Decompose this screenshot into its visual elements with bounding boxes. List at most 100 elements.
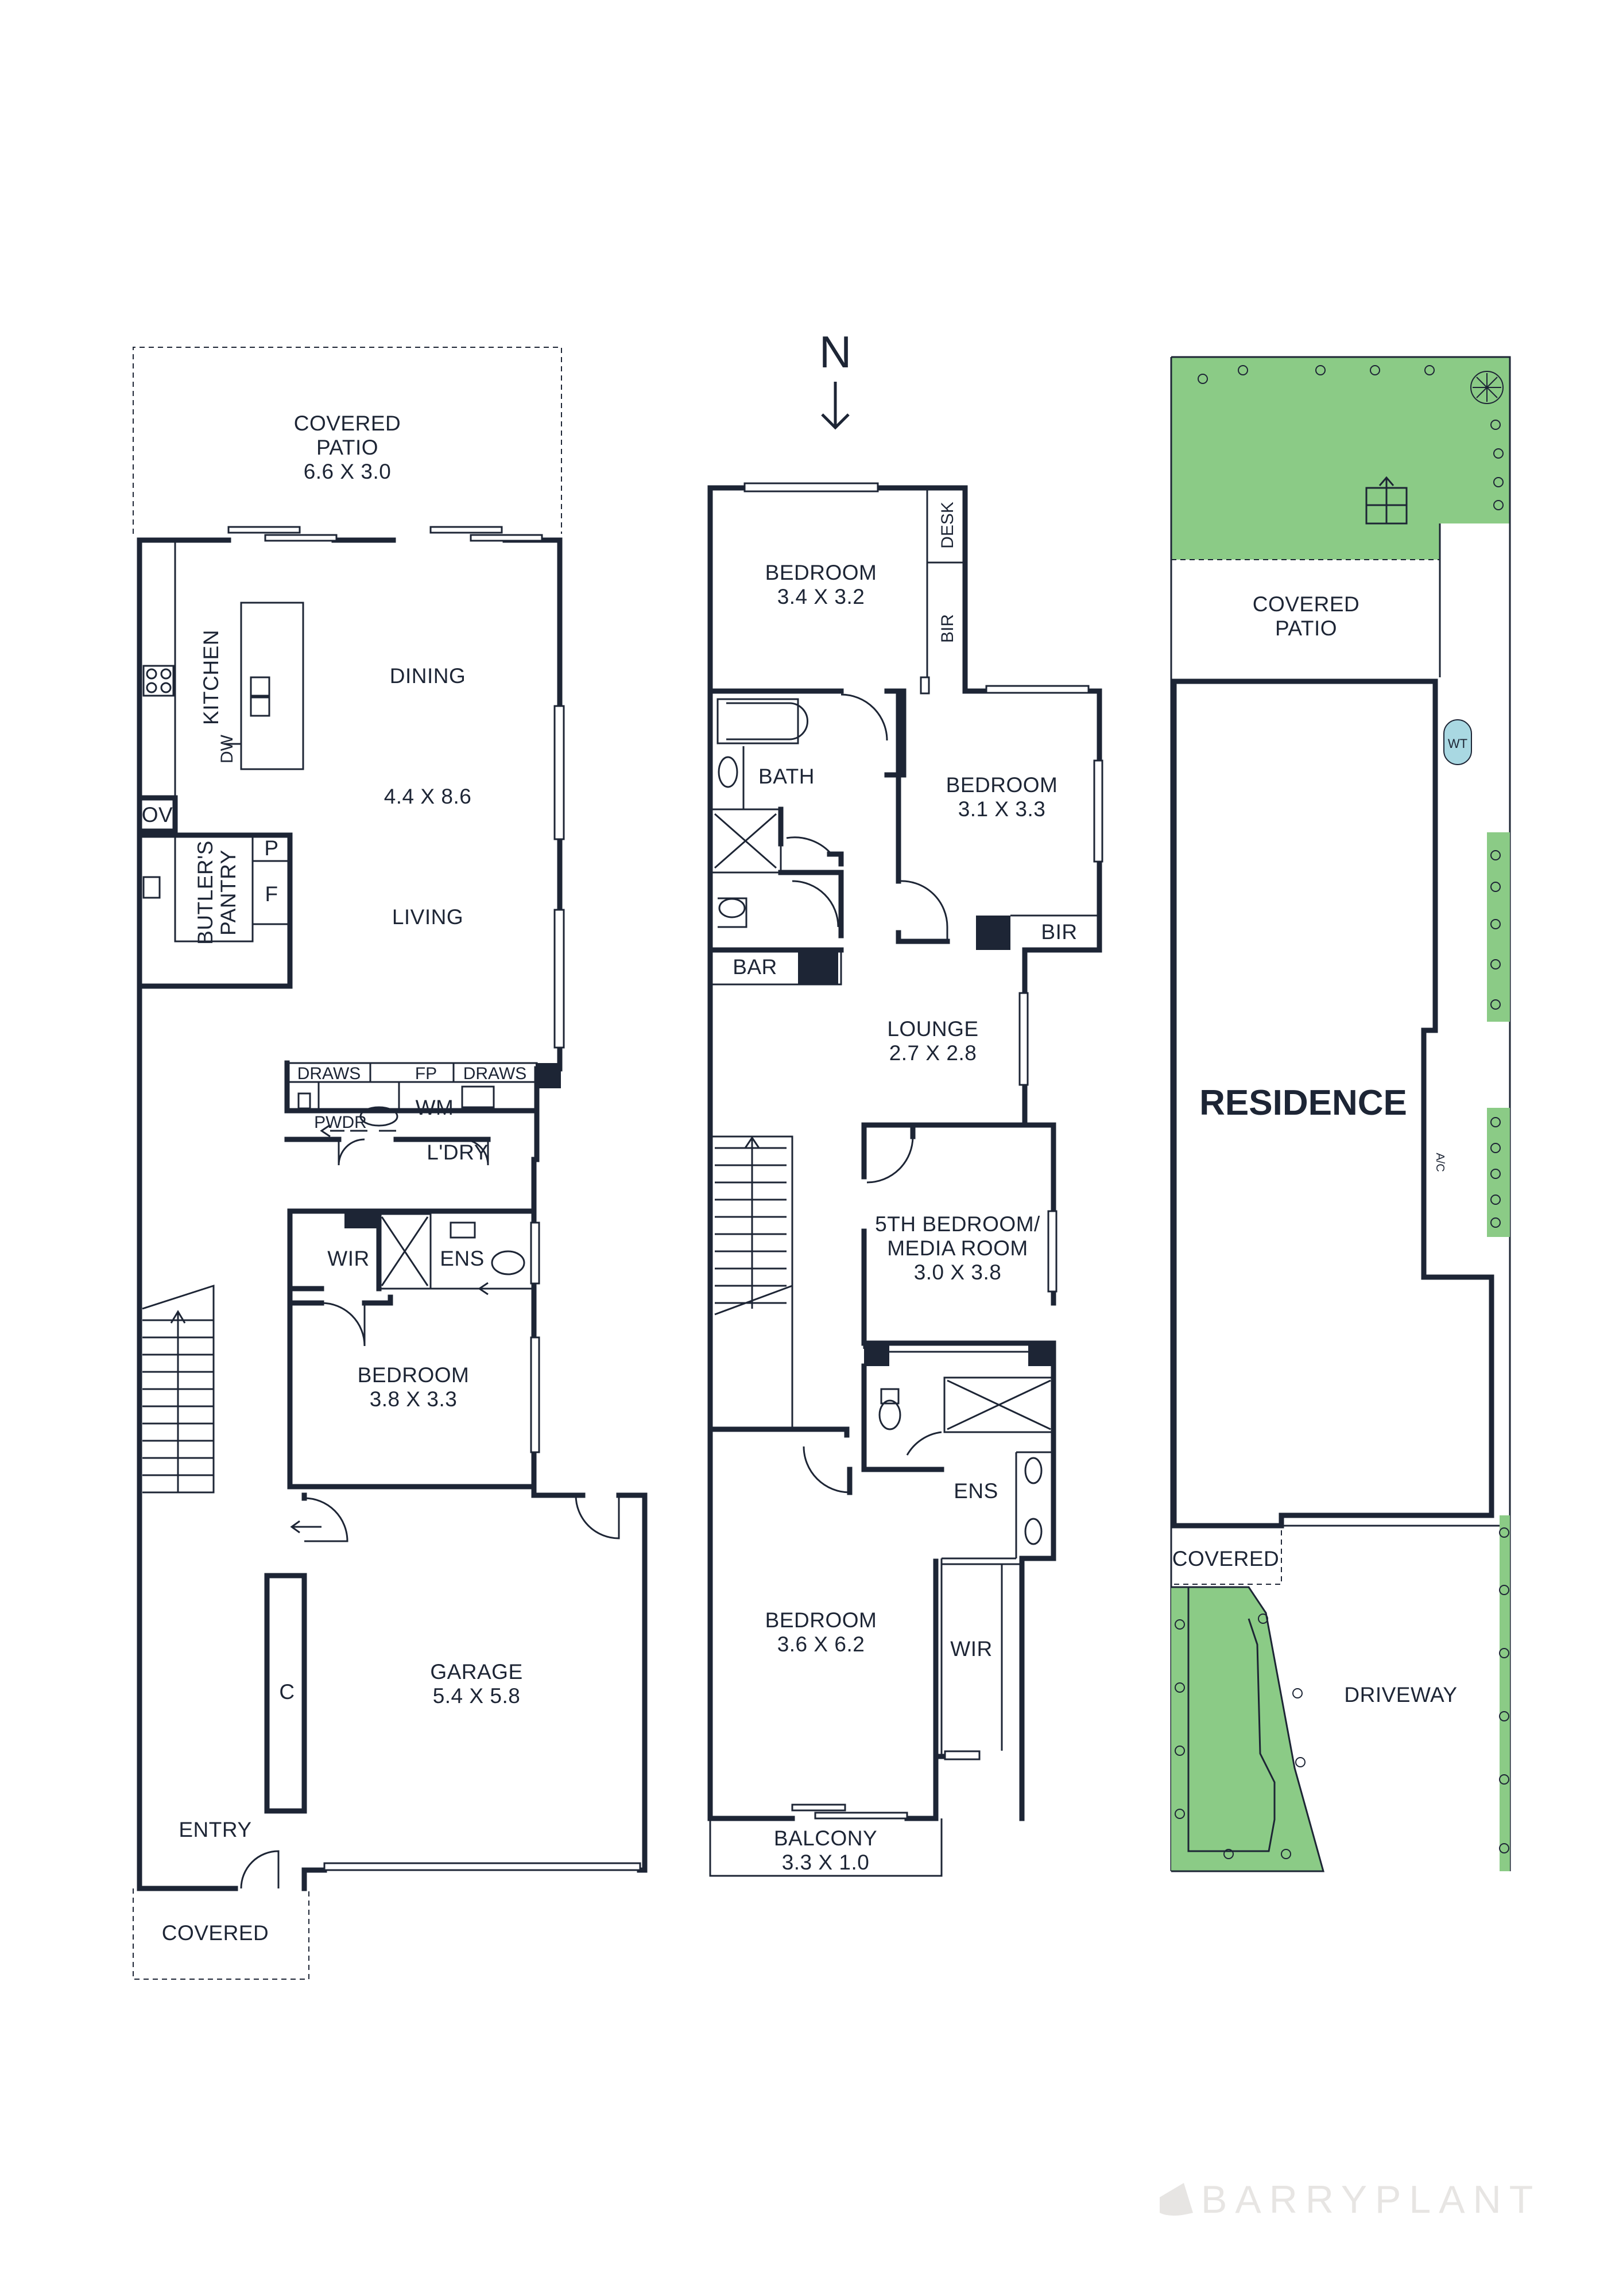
garage-east-wall	[616, 1492, 648, 1873]
kitchen-island	[240, 602, 304, 770]
label-living: LIVING	[392, 905, 463, 929]
label-pantry: PANTRY	[216, 850, 240, 936]
label-covered-patio-size: 6.6 X 3.0	[304, 460, 392, 483]
first-floor-plan	[707, 382, 1103, 1877]
label-laundry: L'DRY	[427, 1141, 489, 1164]
dining-window	[553, 705, 565, 840]
rear-garden	[1171, 357, 1510, 560]
laundry-walls	[284, 1060, 537, 1114]
label-ac: A/C	[1434, 1153, 1446, 1172]
label-dining-living-size: 4.4 X 8.6	[384, 785, 472, 808]
front-garden	[1171, 1587, 1323, 1871]
label-bedroom1: BEDROOM	[765, 561, 877, 584]
label-pwdr: PWDR	[314, 1113, 367, 1132]
ground-floor-plan	[133, 347, 648, 1980]
patio-door-1b	[264, 534, 338, 542]
label-lounge-size: 2.7 X 2.8	[889, 1041, 977, 1065]
patio-door-1a	[227, 526, 301, 534]
label-garage: GARAGE	[430, 1660, 522, 1684]
site-plan	[1170, 356, 1511, 1872]
balcony-outline	[709, 1818, 943, 1877]
label-residence: RESIDENCE	[1199, 1083, 1407, 1123]
label-c: C	[279, 1680, 295, 1704]
label-wir-first: WIR	[950, 1637, 992, 1661]
washing-machine	[461, 1085, 495, 1108]
label-ens: ENS	[440, 1247, 485, 1270]
label-site-covered-patio-2: PATIO	[1275, 616, 1337, 640]
label-kitchen: KITCHEN	[199, 630, 223, 725]
pantry-sink	[142, 876, 161, 899]
label-north: N	[819, 327, 851, 377]
label-ens-first: ENS	[954, 1479, 998, 1503]
label-balcony-size: 3.3 X 1.0	[782, 1851, 870, 1874]
bedroom-north-wall	[287, 1208, 537, 1490]
label-driveway: DRIVEWAY	[1344, 1683, 1457, 1707]
label-bedroom3-size: 3.6 X 6.2	[777, 1632, 865, 1656]
label-site-covered-patio-1: COVERED	[1253, 592, 1359, 616]
label-bedroom3: BEDROOM	[765, 1608, 877, 1632]
label-bedroom2-size: 3.1 X 3.3	[958, 797, 1046, 821]
covered-patio-outline	[133, 347, 562, 534]
first-stair-treads	[715, 1147, 787, 1304]
bathtub	[716, 698, 799, 744]
garage-side-door	[575, 1495, 620, 1539]
label-site-covered: COVERED	[1172, 1547, 1279, 1570]
column	[536, 1063, 561, 1088]
residence-outline	[1171, 678, 1494, 1529]
label-covered-entry: COVERED	[162, 1921, 269, 1945]
bedroom-door	[321, 1302, 366, 1347]
covered-entry-outline	[133, 1888, 309, 1980]
labels: COVERED PATIO 6.6 X 3.0 KITCHEN DW DININ…	[142, 327, 1467, 1945]
label-bedroom-ground-size: 3.8 X 3.3	[370, 1387, 458, 1411]
north-arrow	[821, 382, 850, 430]
pantry-bench	[174, 835, 290, 943]
living-window	[553, 909, 565, 1049]
bedroom1-window	[743, 482, 879, 492]
label-media-2: MEDIA ROOM	[887, 1236, 1028, 1260]
logo-mark	[1160, 2183, 1193, 2216]
label-bedroom-ground: BEDROOM	[358, 1363, 470, 1387]
ground-outer-wall-west	[137, 537, 231, 1891]
label-media-1: 5TH BEDROOM/	[875, 1212, 1040, 1236]
label-f: F	[265, 882, 278, 906]
label-fp: FP	[415, 1064, 437, 1083]
label-bedroom2: BEDROOM	[946, 773, 1058, 797]
label-media-size: 3.0 X 3.8	[914, 1261, 1002, 1284]
label-p: P	[264, 836, 278, 860]
label-dining: DINING	[390, 664, 466, 688]
label-bir1: BIR	[938, 614, 957, 643]
label-draws-right: DRAWS	[463, 1064, 527, 1083]
label-entry: ENTRY	[179, 1818, 251, 1841]
label-bedroom1-size: 3.4 X 3.2	[777, 585, 865, 608]
barryplant-logo: BARRYPLANT	[1160, 2178, 1541, 2221]
sink-2	[250, 696, 270, 717]
label-wt: WT	[1448, 736, 1467, 751]
label-butlers: BUTLER'S	[193, 840, 217, 945]
logo-text: BARRYPLANT	[1201, 2178, 1541, 2221]
label-wir: WIR	[327, 1247, 369, 1270]
garage-sw-wall	[301, 1867, 327, 1891]
bar-column	[798, 950, 838, 984]
label-wm: WM	[416, 1096, 454, 1119]
laundry-door	[462, 1138, 489, 1166]
label-dw: DW	[218, 734, 237, 763]
label-covered-patio-2: PATIO	[316, 436, 378, 459]
label-covered-patio-1: COVERED	[294, 412, 401, 435]
garage-door	[323, 1862, 641, 1871]
coat-cupboard	[264, 1573, 307, 1814]
butlers-pantry-wall	[137, 832, 293, 989]
label-draws-left: DRAWS	[297, 1064, 361, 1083]
water-tank	[1443, 719, 1472, 765]
label-bir2: BIR	[1041, 920, 1077, 944]
patio-door-2b	[470, 534, 543, 542]
label-garage-size: 5.4 X 5.8	[433, 1684, 521, 1708]
label-desk: DESK	[938, 502, 957, 549]
label-ov: OV	[142, 803, 173, 827]
bedroom2-column	[976, 916, 1010, 950]
sink-1	[250, 676, 270, 697]
label-bar: BAR	[733, 955, 777, 979]
patio-door-2a	[429, 526, 503, 534]
label-balcony: BALCONY	[774, 1826, 877, 1850]
cooktop	[142, 665, 175, 697]
